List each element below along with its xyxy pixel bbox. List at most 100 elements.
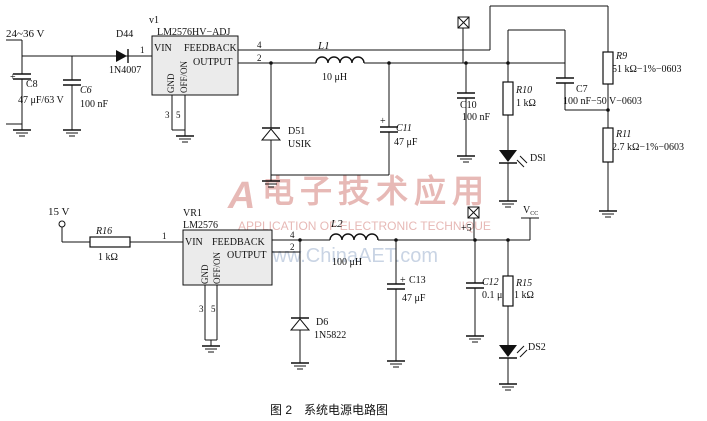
diode-d51: D51 USIK [260,63,312,175]
lower-regulator-circuit: 15 V R16 1 kΩ 1 VR1 LM2576 VIN FEEDBACK … [48,205,546,391]
lower-vin-label: 15 V [48,206,70,218]
figure-caption: 图 2 系统电源电路图 [270,402,388,417]
watermark-en: APPLICATION OF ELECTRONIC TECHNIQUE [238,219,491,233]
l2-value: 100 μH [332,257,362,268]
inductor-l2: L2 100 μH [329,218,379,268]
upper-regulator-circuit: 24~36 V + C8 47 μF/63 V C6 100 nF [6,5,684,218]
capacitor-c13: + C13 47 μF [387,240,426,355]
r9-value: 51 kΩ−1%−0603 [612,64,682,75]
svg-text:+: + [380,116,386,127]
c10-value: 100 nF [462,112,491,123]
inductor-l1: L1 10 μH [315,40,365,83]
d6-value: 1N5822 [314,330,346,341]
r15-value: 1 kΩ [514,290,534,301]
capacitor-c7: C7 100 nF−50 V−0603 [556,30,642,110]
vr1-pin1-num: 1 [162,231,167,241]
c6-ref: C6 [80,85,92,96]
led-ds1: DSl [499,150,546,195]
vr1-pin5-num: 5 [211,304,216,314]
vr1-pin-vin: VIN [185,237,203,248]
out-plus5-label: +5 [461,223,472,234]
watermark-cn: 电子技术应用 [262,173,490,209]
vr1-pin-output: OUTPUT [227,250,266,261]
diode-d44: D44 1N4007 1 [109,29,145,76]
led-ds2: DS2 [499,342,546,378]
d44-value: 1N4007 [109,65,141,76]
r10-ref: R10 [515,85,532,96]
vr1-pin-onoff: OFF/ON [212,251,222,284]
capacitor-c8: + C8 47 μF/63 V [10,56,65,124]
vr1-pin2-num: 2 [290,242,295,252]
c8-ref: C8 [26,79,38,90]
l1-value: 10 μH [322,72,347,83]
capacitor-c12: C12 0.1 μF [466,240,508,330]
test-point-lower [467,206,480,240]
svg-text:+: + [10,72,16,83]
watermark: A 电子技术应用 APPLICATION OF ELECTRONIC TECHN… [227,173,491,267]
d6-ref: D6 [316,317,328,328]
capacitor-c11: + C11 47 μF [380,63,418,175]
watermark-logo-letter: A [227,175,255,217]
vr1-pin4-num: 4 [290,230,295,240]
d51-value: USIK [288,139,312,150]
v1-pin4-num: 4 [257,40,262,50]
vr1-ref: VR1 [183,208,202,219]
vr1-pin3-num: 3 [199,304,204,314]
watermark-url: www.ChinaAET.com [257,245,438,267]
c11-ref: C11 [396,123,412,134]
r16-ref: R16 [95,226,112,237]
d51-ref: D51 [288,126,305,137]
resistor-r10: R10 1 kΩ [502,63,536,150]
v1-pin-feedback: FEEDBACK [184,43,238,54]
c11-value: 47 μF [394,137,418,148]
ds2-ref: DS2 [528,342,546,353]
r15-ref: R15 [515,278,532,289]
v1-pin-gnd: GND [166,73,176,93]
v1-pin2-num: 2 [257,53,262,63]
vr1-part: LM2576 [183,220,218,231]
r9-ref: R9 [615,51,627,62]
c13-value: 47 μF [402,293,426,304]
regulator-ic-vr1: VR1 LM2576 VIN FEEDBACK OUTPUT GND OFF/O… [182,208,273,286]
r11-value: 2.7 kΩ−1%−0603 [612,142,684,153]
c6-value: 100 nF [80,99,109,110]
l1-ref: L1 [317,40,330,52]
l2-ref: L2 [330,218,343,230]
resistor-r9: R9 51 kΩ−1%−0603 [602,51,682,128]
vcc-label: VCC [523,205,538,217]
d44-pin: 1 [140,45,145,55]
vr1-pin-feedback: FEEDBACK [212,237,266,248]
c7-value: 100 nF−50 V−0603 [563,96,642,107]
capacitor-c10: C10 100 nF [457,63,491,150]
resistor-r16: R16 1 kΩ [89,226,131,263]
c12-value: 0.1 μF [482,290,508,301]
diode-d6: D6 1N5822 [289,252,346,357]
resistor-r15: R15 1 kΩ [502,275,534,345]
capacitor-c6: C6 100 nF [63,56,109,124]
v1-pin5-num: 5 [176,110,181,120]
resistor-r11: R11 2.7 kΩ−1%−0603 [602,127,684,205]
c7-ref: C7 [576,84,588,95]
v1-pin-onoff: OFF/ON [179,60,189,93]
d44-ref: D44 [116,29,133,40]
vr1-pin-gnd: GND [200,264,210,284]
r11-ref: R11 [615,129,631,140]
test-point-upper [457,16,470,63]
c10-ref: C10 [460,100,477,111]
v1-ref: v1 [149,15,159,26]
v1-pin3-num: 3 [165,110,170,120]
c12-ref: C12 [482,277,499,288]
v1-part: LM2576HV−ADJ [157,27,231,38]
regulator-ic-v1: v1 LM2576HV−ADJ VIN FEEDBACK OUTPUT GND … [149,15,239,96]
c13-ref: C13 [409,275,426,286]
ds1-ref: DSl [530,153,546,164]
r10-value: 1 kΩ [516,98,536,109]
svg-text:+: + [400,275,406,286]
v1-pin-output: OUTPUT [193,57,232,68]
upper-vin-label: 24~36 V [6,28,45,40]
c8-value: 47 μF/63 V [18,95,65,106]
r16-value: 1 kΩ [98,252,118,263]
v1-pin-vin: VIN [154,43,172,54]
